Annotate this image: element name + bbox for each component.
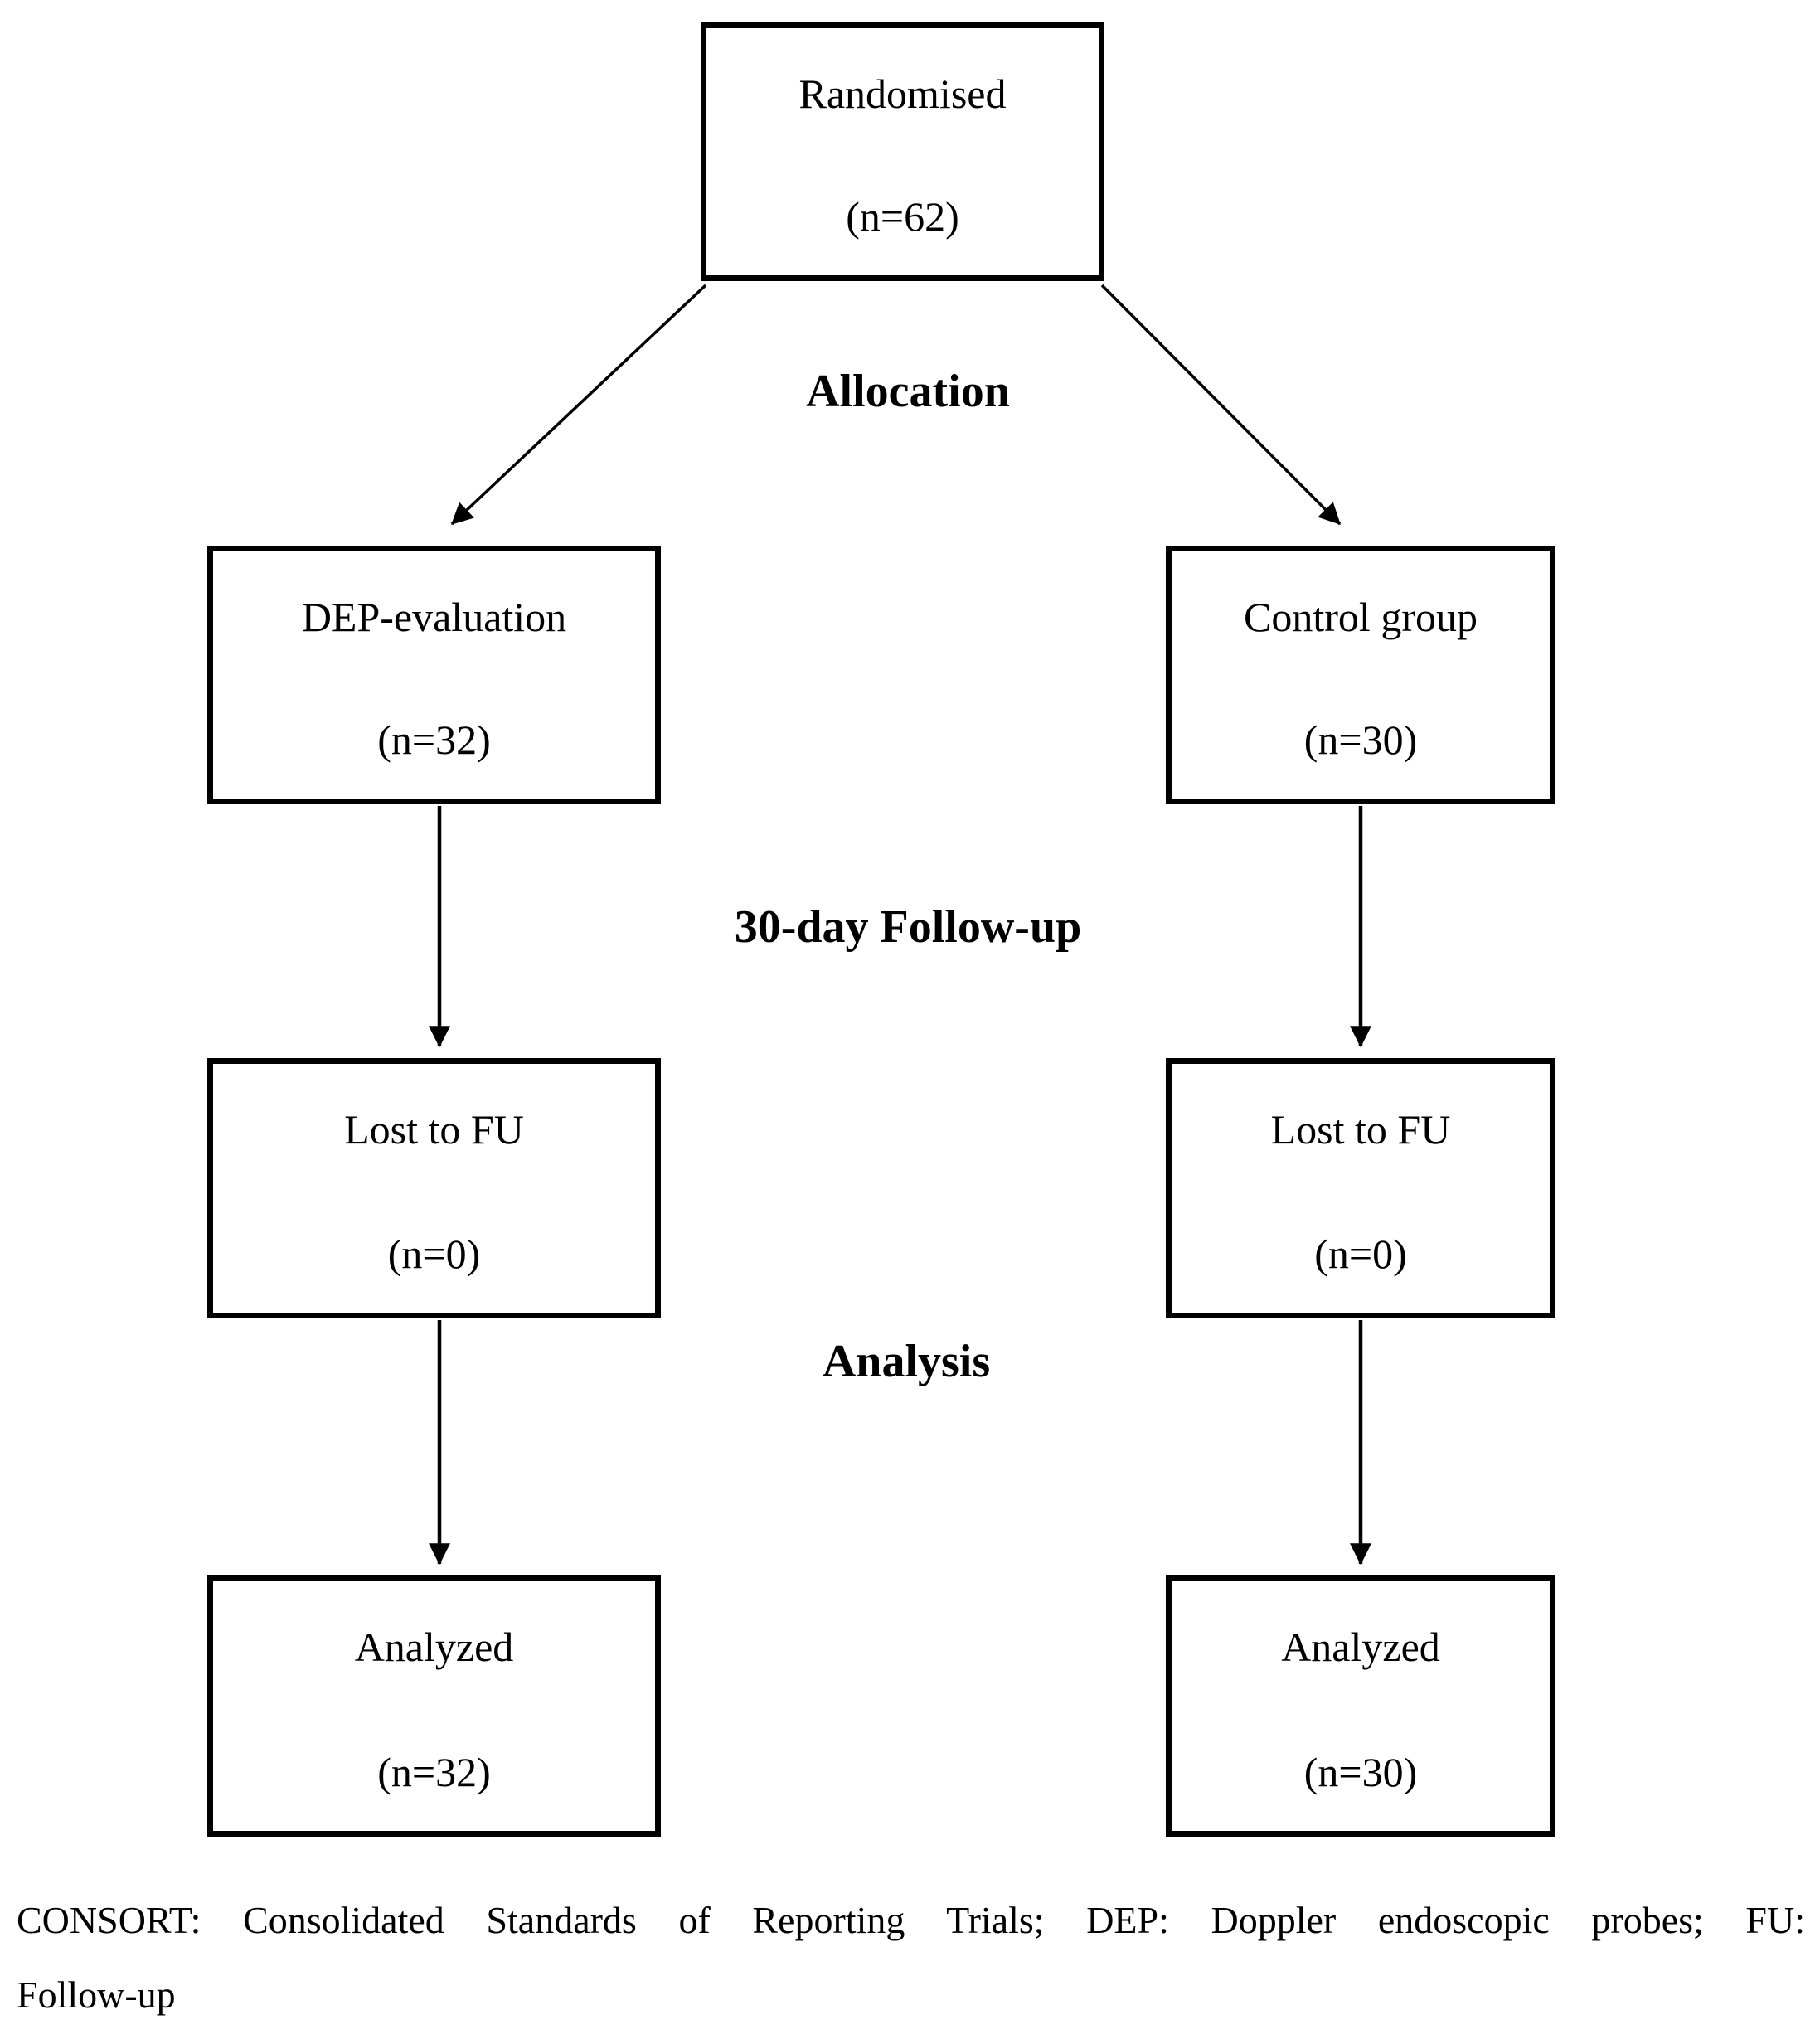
node-count: (n=0): [387, 1231, 481, 1277]
node-randomised: Randomised (n=62): [701, 22, 1104, 281]
node-label: Analyzed: [1281, 1624, 1440, 1670]
node-lost-to-fu-left: Lost to FU (n=0): [207, 1058, 661, 1318]
node-count: (n=62): [846, 193, 959, 240]
node-label: DEP-evaluation: [301, 594, 567, 640]
stage-label-allocation: Allocation: [806, 366, 1010, 417]
node-label: Analyzed: [354, 1624, 514, 1670]
node-dep-evaluation: DEP-evaluation (n=32): [207, 546, 661, 804]
node-count: (n=32): [377, 1749, 491, 1795]
node-label: Control group: [1244, 594, 1478, 640]
node-analyzed-right: Analyzed (n=30): [1166, 1575, 1555, 1837]
node-label: Lost to FU: [344, 1106, 524, 1153]
node-analyzed-left: Analyzed (n=32): [207, 1575, 661, 1837]
node-label: Randomised: [798, 70, 1007, 117]
node-control-group: Control group (n=30): [1166, 546, 1555, 804]
node-count: (n=30): [1303, 716, 1418, 763]
abbreviations-caption-line2: Follow-up: [17, 1973, 176, 2016]
stage-label-follow-up: 30-day Follow-up: [734, 901, 1082, 953]
node-lost-to-fu-right: Lost to FU (n=0): [1166, 1058, 1555, 1318]
arrow-randomised-to-dep: [450, 284, 707, 526]
abbreviations-caption-line1: CONSORT: Consolidated Standards of Repor…: [17, 1899, 1805, 1941]
node-label: Lost to FU: [1270, 1106, 1451, 1153]
node-count: (n=30): [1303, 1749, 1418, 1795]
stage-label-analysis: Analysis: [822, 1336, 991, 1387]
node-count: (n=32): [377, 716, 491, 763]
arrow-randomised-to-control: [1100, 284, 1342, 526]
node-count: (n=0): [1314, 1231, 1407, 1277]
